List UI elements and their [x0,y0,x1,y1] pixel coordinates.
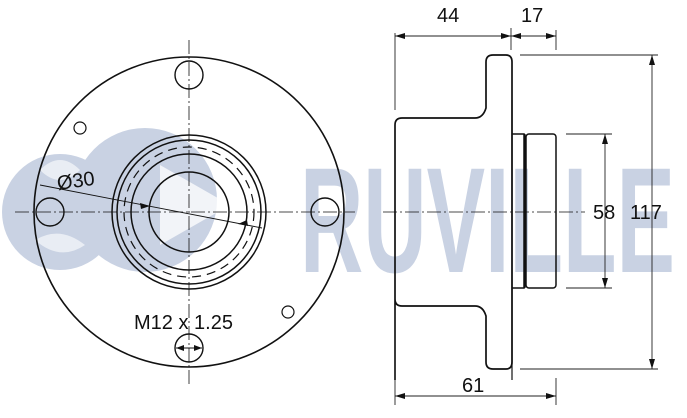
front-view [15,40,355,385]
dimension-61: 61 [462,375,484,397]
dimension-arrows [395,33,655,399]
thread-spec-label: M12 x 1.25 [134,312,233,334]
ruville-logo-watermark [2,128,230,272]
side-view [383,54,585,380]
brand-watermark: RUVILLE [300,136,675,304]
bore-diameter-label: Ø30 [56,168,97,195]
dimension-44: 44 [437,5,459,27]
dimension-58: 58 [593,202,615,224]
dimension-117: 117 [630,202,662,224]
dimension-17: 17 [521,5,543,27]
